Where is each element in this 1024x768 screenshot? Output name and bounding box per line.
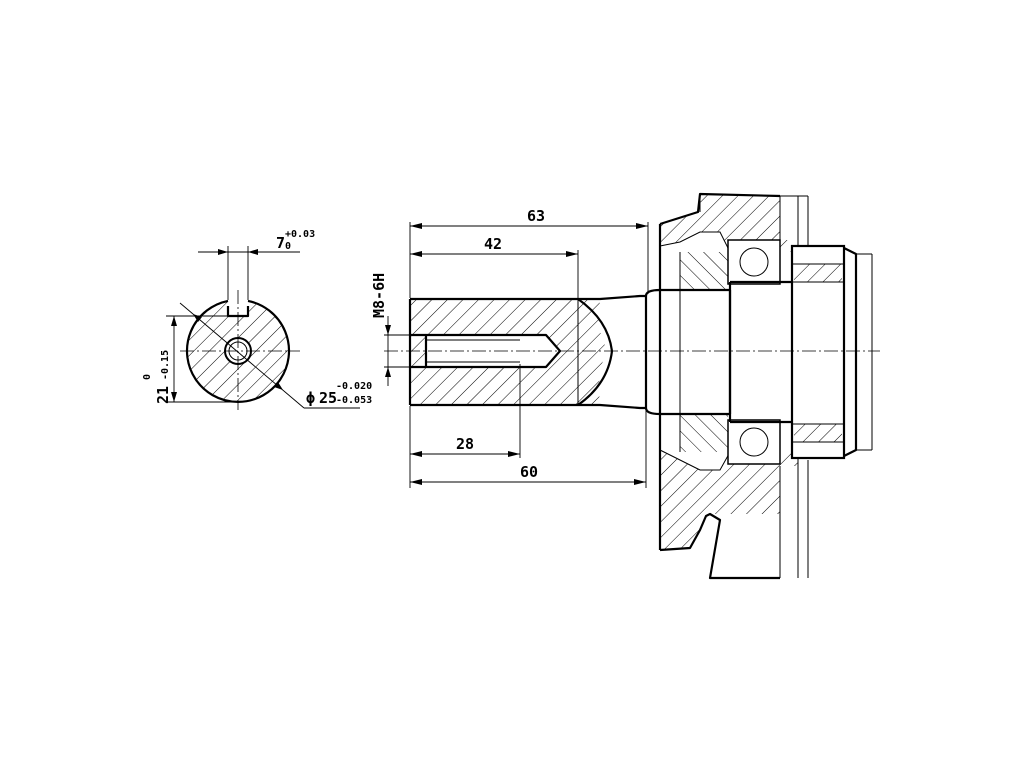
key-width-tol-lower: 0	[285, 241, 291, 252]
diameter-symbol: ϕ	[306, 389, 315, 407]
dim-42: 42	[484, 235, 502, 253]
housing-section	[658, 192, 873, 580]
diameter-tol-upper: -0.020	[336, 381, 372, 392]
dim-28: 28	[456, 435, 474, 453]
key-width-tol-upper: +0.03	[285, 229, 315, 240]
diameter-value: 25	[319, 389, 337, 407]
dim-63: 63	[527, 207, 545, 225]
key-depth-tol-lower: -0.15	[160, 350, 171, 380]
shaft-dimensions: 63 42 28 60 M8-6H	[370, 207, 649, 488]
dim-60: 60	[520, 463, 538, 481]
diameter-tol-lower: -0.053	[336, 395, 372, 406]
thread-spec: M8-6H	[370, 273, 388, 318]
key-depth-value: 21	[154, 386, 172, 404]
shaft-side-view	[384, 280, 880, 424]
key-width-value: 7	[276, 234, 285, 252]
key-depth-tol-upper: 0	[142, 374, 153, 380]
cross-section-view: 7 +0.03 0 21 0 -0.15 ϕ 25 -0.020 -0.053	[142, 229, 372, 410]
